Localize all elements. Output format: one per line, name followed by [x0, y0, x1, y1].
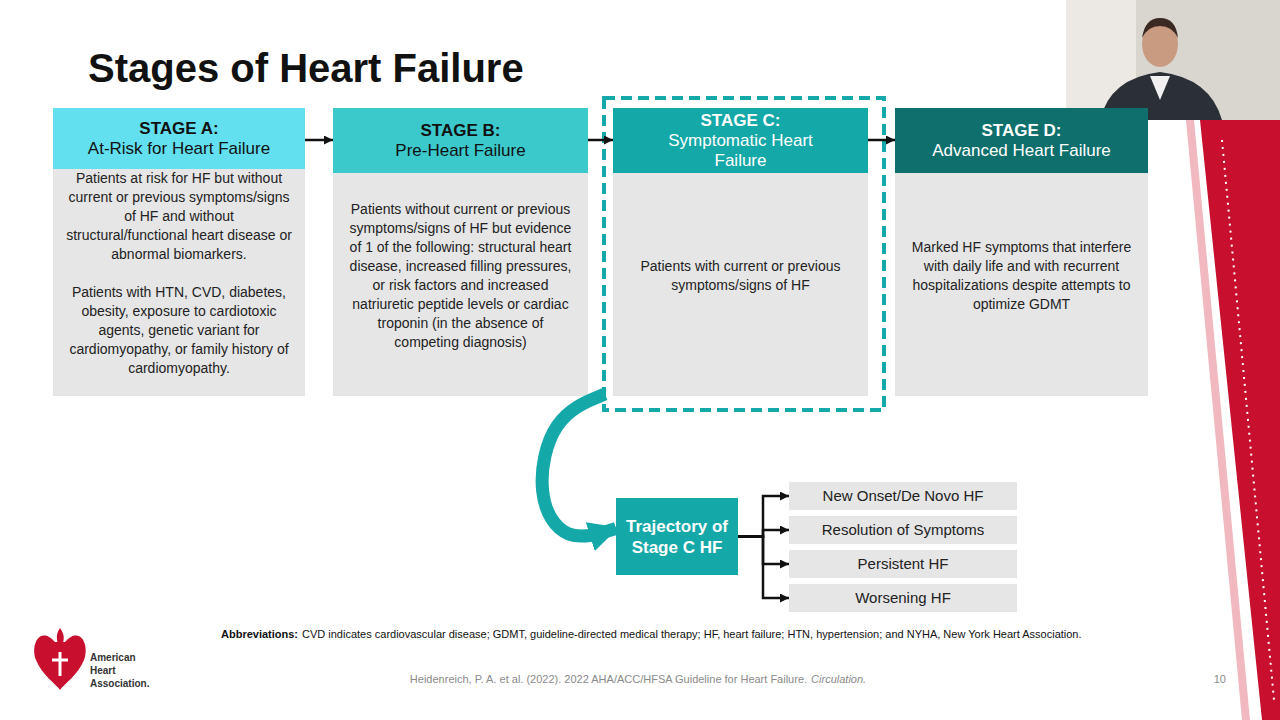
description-text: Patients without current or previous sym…: [345, 200, 576, 352]
stage-name: Pre-Heart Failure: [395, 141, 525, 161]
flow-arrow: [738, 537, 789, 599]
stage-box: STAGE D:Advanced Heart FailureMarked HF …: [895, 108, 1148, 396]
slide-title: Stages of Heart Failure: [88, 46, 524, 91]
description-text: Marked HF symptoms that interfere with d…: [907, 238, 1136, 314]
note-heading: Abbreviations:: [221, 628, 298, 640]
box-label: New Onset/De Novo HF: [823, 487, 984, 505]
stage-description: Patients without current or previous sym…: [333, 173, 588, 396]
stage-box: STAGE A:At-Risk for Heart FailurePatient…: [53, 108, 305, 396]
stage-header: STAGE B:Pre-Heart Failure: [333, 108, 588, 173]
pink-stripe: [1186, 120, 1250, 720]
flow-arrow: [738, 496, 789, 537]
journal-name: Circulation.: [811, 673, 866, 685]
logo-text: American Heart Association.: [90, 652, 149, 689]
abbreviations-note: Abbreviations: CVD indicates cardiovascul…: [221, 627, 1121, 641]
stage-description: Patients with current or previous sympto…: [613, 173, 868, 396]
description-text: Patients with HTN, CVD, diabetes, obesit…: [65, 283, 293, 378]
box-label: Resolution of Symptoms: [822, 521, 985, 539]
process-box: Trajectory of Stage C HF: [616, 498, 738, 575]
stage-name: Advanced Heart Failure: [932, 141, 1111, 161]
box-label: Persistent HF: [858, 555, 949, 573]
logo-torch-mark: [52, 652, 68, 676]
flow-arrow: [738, 530, 789, 537]
logo-torch: [57, 628, 64, 650]
page-number-block: 10: [1190, 672, 1230, 686]
citation-line: Heidenreich, P. A. et al. (2022). 2022 A…: [300, 672, 980, 686]
stage-description: Marked HF symptoms that interfere with d…: [895, 173, 1148, 396]
box-label: Worsening HF: [855, 589, 951, 607]
stage-description: Patients at risk for HF but without curr…: [53, 169, 305, 396]
box-label: Trajectory of Stage C HF: [622, 516, 732, 558]
page-number: 10: [1214, 673, 1226, 685]
stage-label: STAGE D:: [982, 121, 1062, 141]
description-text: Patients with current or previous sympto…: [625, 257, 856, 295]
flow-arrow: [588, 139, 613, 142]
stage-header: STAGE A:At-Risk for Heart Failure: [53, 108, 305, 169]
citation-text: Heidenreich, P. A. et al. (2022). 2022 A…: [410, 673, 807, 685]
flow-arrow: [738, 537, 789, 565]
flow-arrow: [305, 139, 333, 142]
flow-arrow: [868, 139, 895, 142]
process-box: Persistent HF: [789, 550, 1017, 578]
description-text: Patients at risk for HF but without curr…: [65, 169, 293, 264]
process-box: New Onset/De Novo HF: [789, 482, 1017, 510]
stage-header: STAGE D:Advanced Heart Failure: [895, 108, 1148, 173]
presenter-hair: [1142, 18, 1178, 38]
stage-name: At-Risk for Heart Failure: [88, 139, 270, 159]
process-box: Worsening HF: [789, 584, 1017, 612]
stage-label: STAGE B:: [421, 121, 501, 141]
dotted-stripe: [1222, 140, 1274, 700]
stage-name: Symptomatic Heart Failure: [653, 131, 828, 171]
process-box: Resolution of Symptoms: [789, 516, 1017, 544]
webcam-frame: [1066, 0, 1280, 120]
logo-block: American Heart Association.: [90, 651, 152, 690]
dashed-highlight: [604, 98, 884, 410]
stage-header: STAGE C:Symptomatic Heart Failure: [613, 108, 868, 173]
curved-arrow: [542, 394, 616, 536]
stage-label: STAGE A:: [139, 119, 218, 139]
presenter-shirt: [1150, 76, 1170, 100]
stage-label: STAGE C:: [701, 111, 781, 131]
stage-box: STAGE C:Symptomatic Heart FailurePatient…: [613, 108, 868, 396]
stage-box: STAGE B:Pre-Heart FailurePatients withou…: [333, 108, 588, 396]
note-text: CVD indicates cardiovascular disease; GD…: [302, 628, 1082, 640]
